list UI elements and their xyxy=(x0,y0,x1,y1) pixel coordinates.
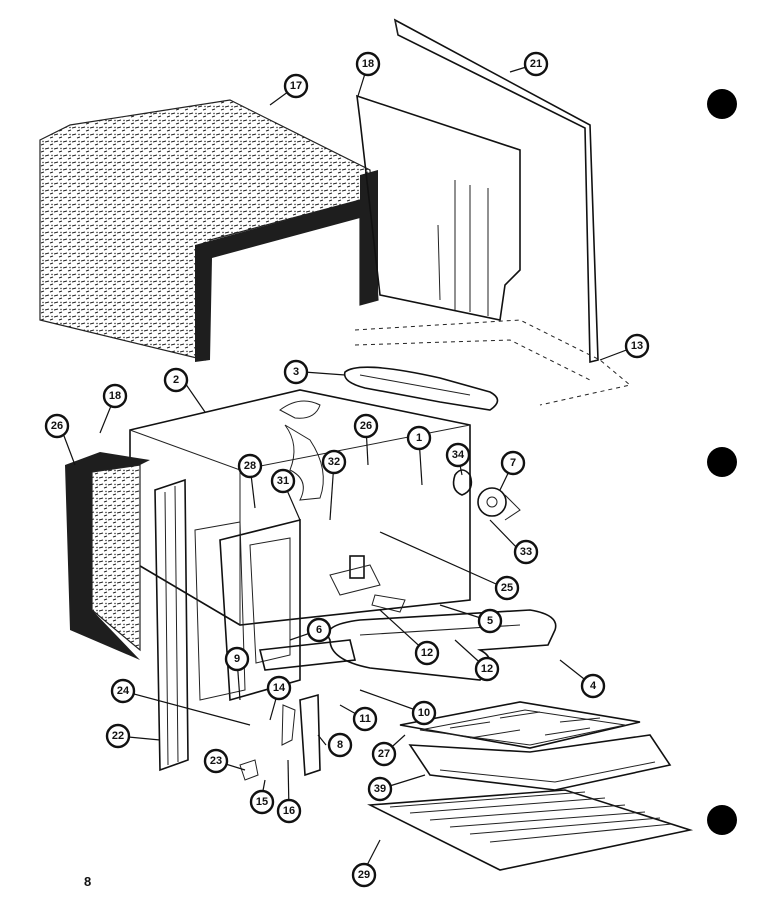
callout-18-top-label: 18 xyxy=(362,58,374,70)
callout-27-label: 27 xyxy=(378,748,390,760)
front-frame xyxy=(65,452,150,660)
callout-5-label: 5 xyxy=(487,615,493,627)
callout-9: 9 xyxy=(224,646,250,672)
callout-21: 21 xyxy=(523,51,549,77)
callout-25: 25 xyxy=(494,575,520,601)
callout-2-label: 2 xyxy=(173,374,179,386)
callout-17-label: 17 xyxy=(290,80,302,92)
callout-28: 28 xyxy=(237,453,263,479)
callout-25-label: 25 xyxy=(501,582,513,594)
base-rail xyxy=(354,319,632,406)
cabinet-wrapper xyxy=(39,99,379,362)
callout-13: 13 xyxy=(624,333,650,359)
callout-14: 14 xyxy=(266,675,292,701)
callout-14-label: 14 xyxy=(273,682,286,694)
callout-26-left: 26 xyxy=(44,413,70,439)
back-panel xyxy=(356,94,521,321)
callout-8-label: 8 xyxy=(337,739,343,751)
callout-4-label: 4 xyxy=(590,680,597,692)
callout-12-right: 12 xyxy=(474,656,500,682)
callout-1: 1 xyxy=(406,425,432,451)
page-number: 8 xyxy=(84,874,92,889)
side-rack-support xyxy=(154,478,189,772)
oven-rack xyxy=(367,789,694,871)
callout-4: 4 xyxy=(580,673,606,699)
callout-8: 8 xyxy=(327,732,353,758)
bake-element xyxy=(343,366,499,411)
callout-5: 5 xyxy=(477,608,503,634)
callout-12-left-label: 12 xyxy=(421,647,433,659)
callout-32: 32 xyxy=(321,449,347,475)
callout-22: 22 xyxy=(105,723,131,749)
callout-33-label: 33 xyxy=(520,546,532,558)
callout-18-left: 18 xyxy=(102,383,128,409)
callout-26-center: 26 xyxy=(353,413,379,439)
callout-16-label: 16 xyxy=(283,805,295,817)
callout-7: 7 xyxy=(500,450,526,476)
callout-15: 15 xyxy=(249,789,275,815)
callout-2: 2 xyxy=(163,367,189,393)
callout-16: 16 xyxy=(276,798,302,824)
callout-6: 6 xyxy=(306,617,332,643)
callout-34: 34 xyxy=(445,442,471,468)
callout-7-label: 7 xyxy=(510,457,516,469)
callout-26-center-label: 26 xyxy=(360,420,372,432)
callout-32-label: 32 xyxy=(328,456,340,468)
binder-hole-middle xyxy=(707,447,737,477)
callout-31: 31 xyxy=(270,468,296,494)
callout-12-right-label: 12 xyxy=(481,663,493,675)
callout-29-label: 29 xyxy=(358,869,370,881)
callout-28-label: 28 xyxy=(244,460,256,472)
rear-cover xyxy=(393,18,599,364)
callout-23: 23 xyxy=(203,748,229,774)
broil-element xyxy=(327,609,557,681)
broiler-pan-insert xyxy=(399,701,641,749)
oven-light xyxy=(452,469,473,496)
callout-31-label: 31 xyxy=(277,475,289,487)
callout-10: 10 xyxy=(411,700,437,726)
callout-17: 17 xyxy=(283,73,309,99)
binder-hole-top xyxy=(707,89,737,119)
callout-23-label: 23 xyxy=(210,755,222,767)
callout-1-label: 1 xyxy=(416,432,422,444)
callout-39: 39 xyxy=(367,776,393,802)
callout-10-label: 10 xyxy=(418,707,430,719)
callout-33: 33 xyxy=(513,539,539,565)
callout-27: 27 xyxy=(371,741,397,767)
callout-18-top: 18 xyxy=(355,51,381,77)
callout-18-left-label: 18 xyxy=(109,390,121,402)
switch-assembly xyxy=(329,555,406,613)
callout-39-label: 39 xyxy=(374,783,386,795)
callout-3: 3 xyxy=(283,359,309,385)
callout-13-label: 13 xyxy=(631,340,643,352)
callout-21-label: 21 xyxy=(530,58,542,70)
callout-3-label: 3 xyxy=(293,366,299,378)
callout-11: 11 xyxy=(352,706,378,732)
callout-6-label: 6 xyxy=(316,624,322,636)
oven-interior xyxy=(194,518,356,702)
callout-22-label: 22 xyxy=(112,730,124,742)
binder-hole-bottom xyxy=(707,805,737,835)
callout-15-label: 15 xyxy=(256,796,268,808)
callout-12-left: 12 xyxy=(414,640,440,666)
callout-24: 24 xyxy=(110,678,136,704)
callout-34-label: 34 xyxy=(452,449,465,461)
callout-24-label: 24 xyxy=(117,685,130,697)
callout-11-label: 11 xyxy=(359,713,371,725)
broiler-pan xyxy=(408,734,672,791)
callout-9-label: 9 xyxy=(234,653,240,665)
callout-26-left-label: 26 xyxy=(51,420,63,432)
door-hinge-bracket xyxy=(239,693,321,781)
callout-29: 29 xyxy=(351,862,377,888)
thermostat-knob xyxy=(477,487,521,521)
